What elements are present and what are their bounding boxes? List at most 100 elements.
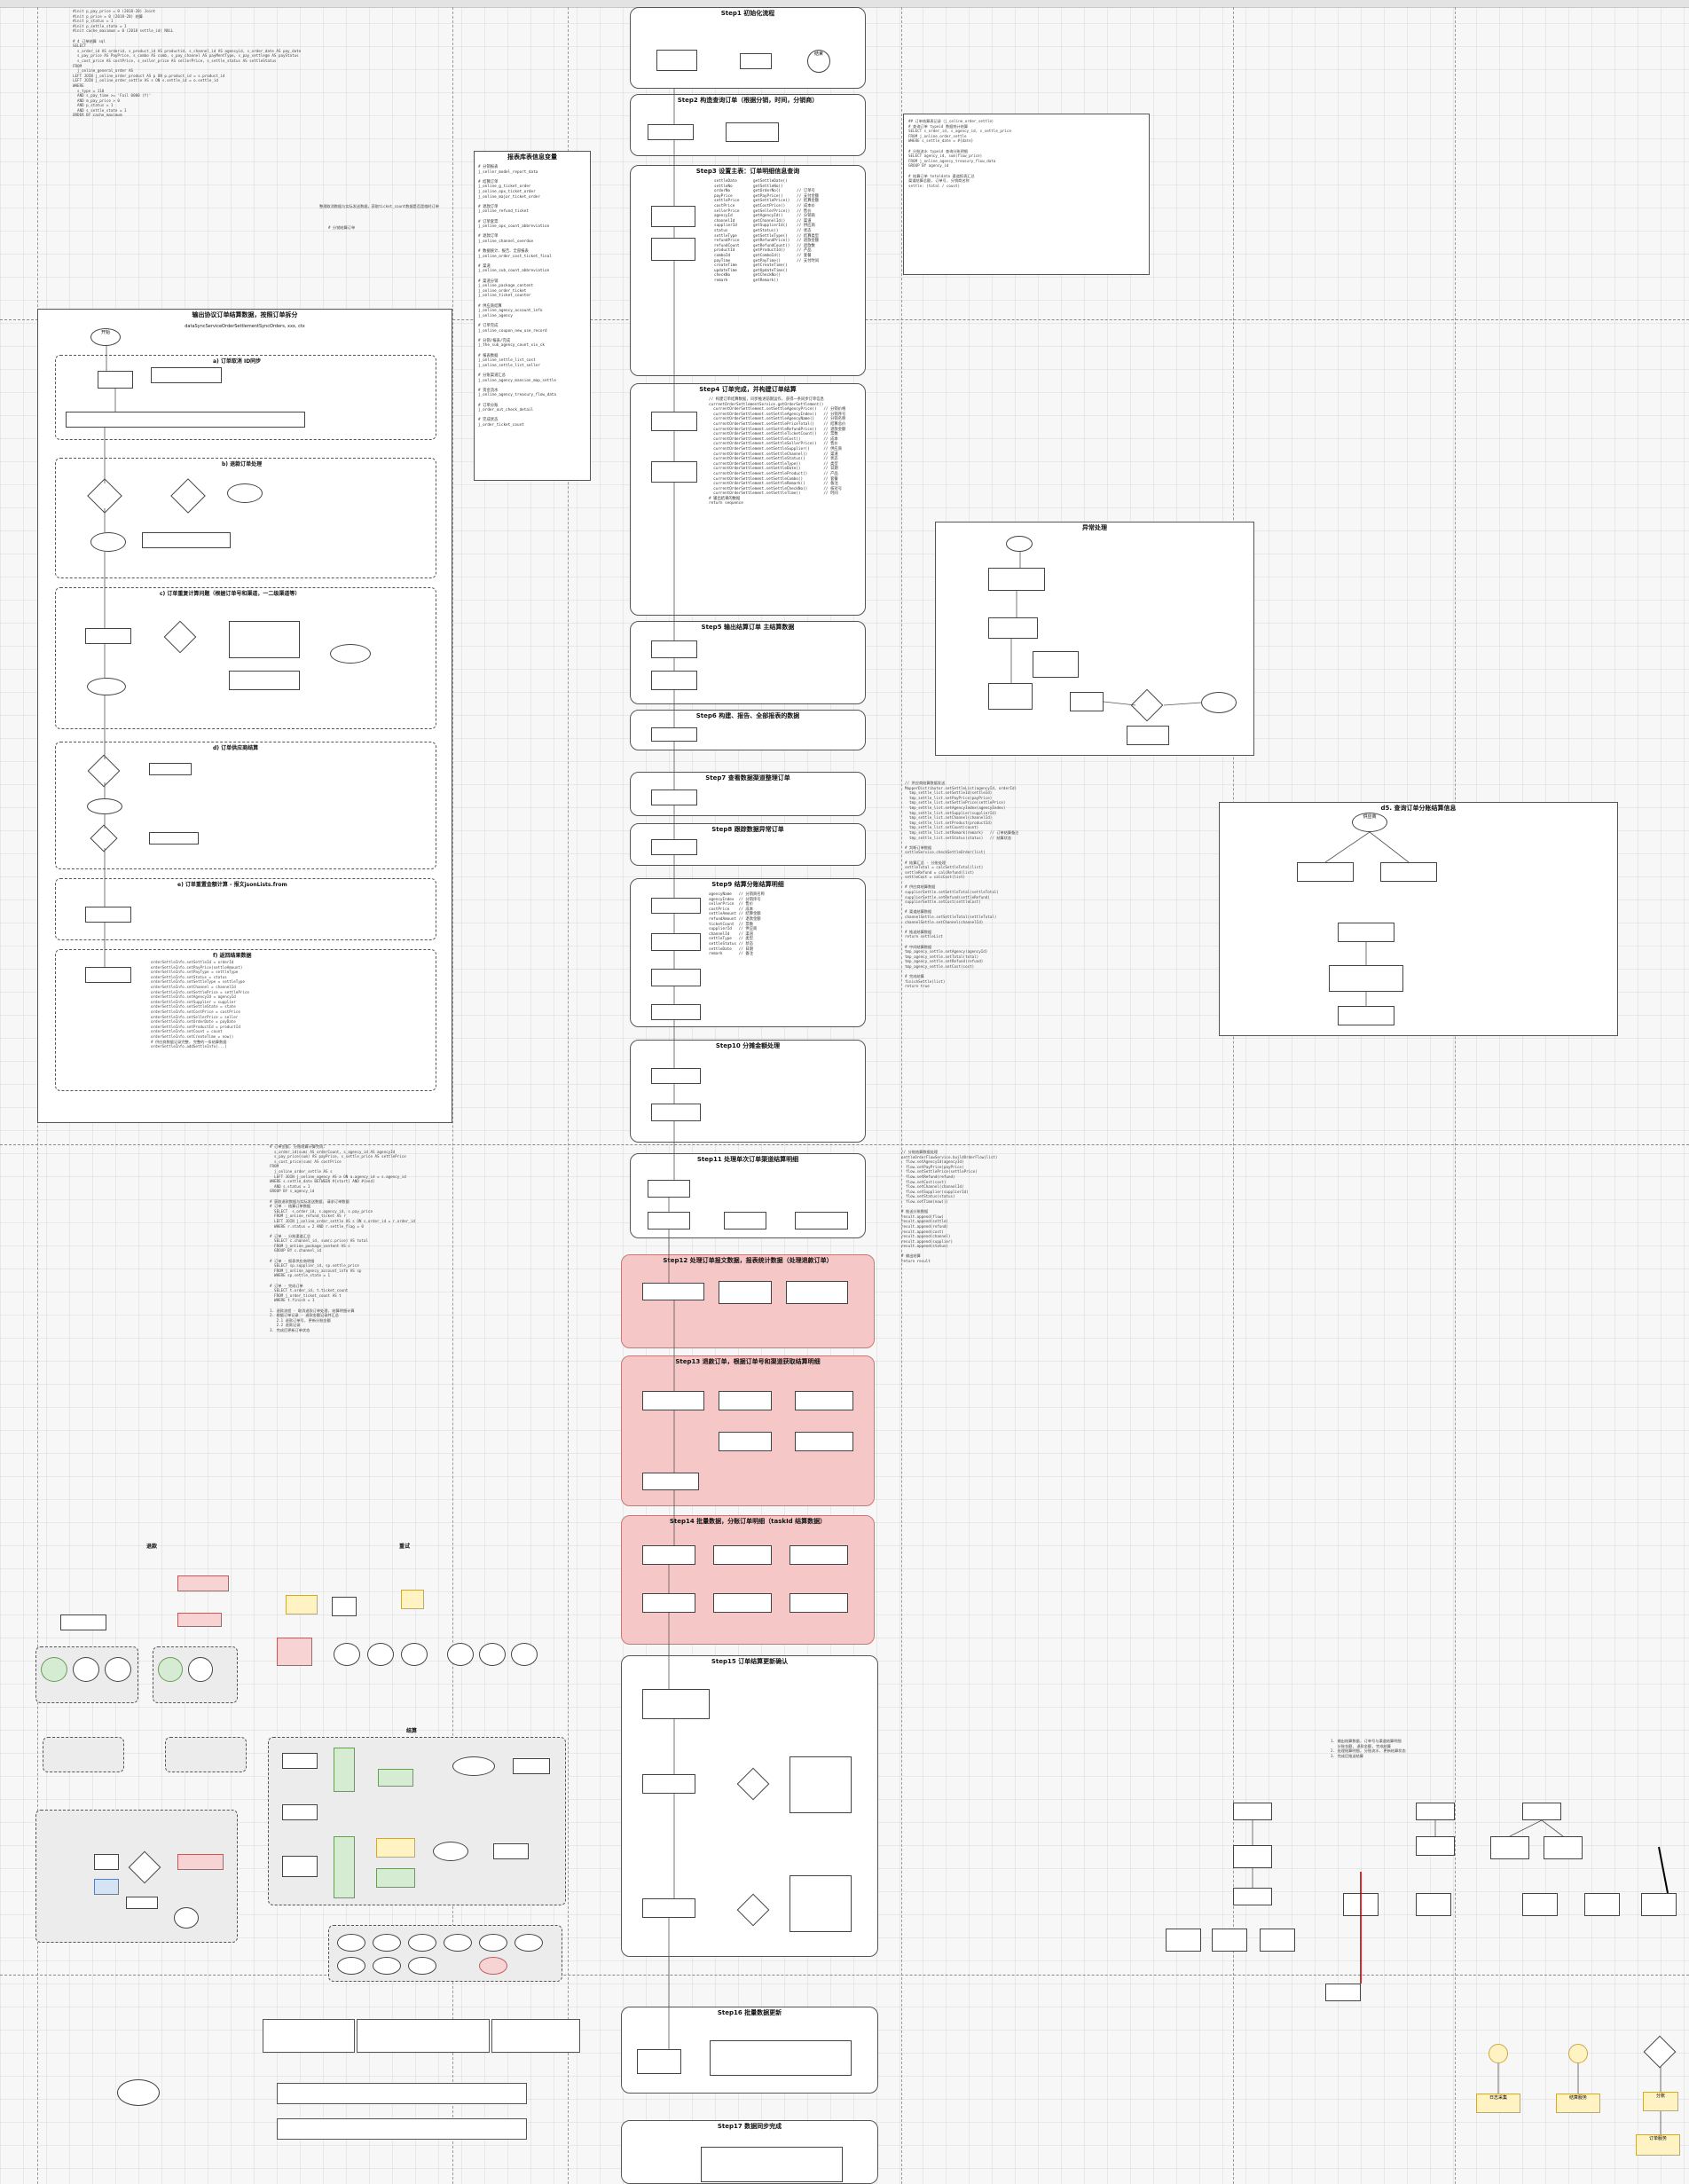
refund-mid-node: [177, 1613, 222, 1627]
exception-node-1: [988, 568, 1045, 591]
page-guide-horizontal: [0, 1144, 1689, 1145]
br-node-12: [1522, 1803, 1561, 1820]
unset-section: [55, 878, 436, 940]
retry-lane-label: 重试: [399, 1544, 411, 1550]
refund-group-a-node-1: [41, 1657, 67, 1682]
br-node-8: [1325, 1984, 1361, 2001]
step4-node-b: [651, 461, 697, 483]
page-guide-vertical: [901, 7, 902, 2184]
step9-node-c: [651, 969, 701, 986]
br-node-11: [1416, 1893, 1451, 1916]
exception-panel: 异常处理: [935, 522, 1254, 756]
legend-node-7: [337, 1957, 365, 1975]
step1-node-a: [656, 50, 697, 71]
settle-bar-1: [334, 1748, 355, 1792]
retry-node-5: [447, 1643, 474, 1666]
step17-node: [701, 2147, 843, 2182]
br-yellow-4: 结算服务: [1556, 2094, 1600, 2113]
refund-group-b-node-1: [158, 1657, 183, 1682]
step6-node: [651, 727, 697, 742]
exception-start: [1006, 536, 1033, 552]
sql-notes-middle: # 订单金额, 分账结算计算完成: s_order_id(sum) AS ord…: [270, 1144, 415, 1332]
step5-title: Step5 输出结算订单 主结算数据: [701, 624, 795, 631]
detail-code: orderSettleInfo.setSettleId = orderId or…: [151, 960, 249, 1049]
bottom-left-box-3: [491, 2019, 580, 2053]
page-guide-horizontal: [0, 1975, 1689, 1976]
sql-table-body: # 分销报表 j_seller_model_report_data # 结算订单…: [478, 165, 556, 428]
left-panel-title: 输出协议订单结算数据，按照订单拆分: [192, 311, 298, 318]
legend-node-8: [373, 1957, 401, 1975]
refund-group-a-node-3: [105, 1657, 131, 1682]
red-step14-node-e: [713, 1593, 772, 1613]
agency-node-4: [1329, 965, 1403, 992]
refund-flow-node-5: [174, 1907, 199, 1929]
cancel-price-node: [66, 412, 305, 428]
refund-group-a-node-2: [73, 1657, 99, 1682]
step9-node-d: [651, 1004, 701, 1020]
legend-node-2: [373, 1934, 401, 1952]
bottom-cloud: [117, 2079, 160, 2106]
retry-node-6: [479, 1643, 506, 1666]
red-step13-node-c: [795, 1391, 853, 1410]
step9-node-b: [651, 933, 701, 951]
step5-node-b: [651, 671, 697, 690]
step3-node-a: [651, 206, 695, 227]
exception-node-6: [1127, 726, 1169, 745]
red-step14-node-b: [713, 1545, 772, 1565]
br-yellow-2: 日志采集: [1476, 2094, 1520, 2113]
retry-node-yellow-2: [401, 1590, 424, 1609]
settle-node-9: [433, 1842, 468, 1861]
detail-section-label: f) 返回结果数据: [213, 953, 252, 959]
amount-node-2: [229, 621, 300, 658]
page-guide-vertical: [568, 7, 569, 2184]
sql-notes-top: #init p_pay_price = 0 (2018-20) Joint #i…: [73, 9, 302, 118]
red-step14-node-c: [790, 1545, 848, 1565]
step1-title: Step1 初始化流程: [720, 10, 775, 17]
br-node-5: [1212, 1929, 1247, 1952]
refund-group-c: [43, 1737, 124, 1772]
br-yellow-1: [1489, 2044, 1508, 2063]
step1-end: 结束: [807, 50, 830, 73]
page-guide-vertical: [452, 7, 453, 2184]
refund-left-node: [60, 1614, 106, 1630]
agency-start: 供应商: [1352, 813, 1387, 832]
right-code-block-2: // 分账结算数据处理 settleOrderFlowService.build…: [901, 1150, 998, 1264]
retry-node-1: [332, 1597, 357, 1616]
retail-note: # 分销结算订单: [328, 225, 356, 230]
br-node-4: [1166, 1929, 1201, 1952]
agency-node-1: [1297, 862, 1354, 882]
refund-flow-node-3: [177, 1854, 224, 1870]
legend-node-6: [515, 1934, 543, 1952]
red-step12-node-a: [642, 1283, 704, 1300]
step9-node-a: [651, 898, 701, 914]
exception-node-5: [1070, 692, 1104, 711]
legend-node-10: [479, 1957, 507, 1975]
legend-node-9: [408, 1957, 436, 1975]
settle-lane-label: 结算: [406, 1728, 418, 1734]
step15-title: Step15 订单结算更新确认: [711, 1658, 789, 1665]
red-step14-box: Step14 批量数据，分账订单明细（taskId 结算数据）: [621, 1515, 875, 1645]
step5-node-a: [651, 640, 697, 658]
legend-node-1: [337, 1934, 365, 1952]
refund-flow-node-2: [94, 1879, 119, 1895]
amount-node-1: [85, 628, 131, 644]
check-cancel-node: [98, 371, 133, 389]
step15-node-b: [642, 1774, 695, 1794]
right-bottom-note: 1. 输出结算数据, 订单号与渠道结算明细 分账金额, 退款金额, 完成结算 2…: [1331, 1739, 1406, 1758]
left-start-node: 开始: [90, 328, 121, 346]
step11-node-b: [648, 1212, 690, 1229]
red-step12-title: Step12 处理订单报文数据，报表统计数据（处理退款订单）: [663, 1257, 833, 1264]
supplier-section: [55, 742, 436, 869]
left-panel-subtitle: dataSyncServiceOrderSettlementSyncOrders…: [185, 324, 305, 329]
red-step14-node-f: [790, 1593, 848, 1613]
cancel-note: 整理取消数据与实际发送数据，获取ticket_count数据是否是临时订单: [319, 204, 439, 208]
right-notes-text: ## 订单结算表记录（j_online_order_settle） # 查询订单…: [908, 119, 1011, 188]
step3-node-b: [651, 238, 695, 261]
step10-box: Step10 分摊金额处理: [630, 1040, 866, 1143]
settle-node-8: [513, 1758, 550, 1774]
step11-node-d: [795, 1212, 848, 1229]
step16-node-a: [637, 2049, 681, 2074]
step15-node-a: [642, 1689, 710, 1719]
step3-title: Step3 设置主表：订单明细信息查询: [695, 168, 800, 175]
